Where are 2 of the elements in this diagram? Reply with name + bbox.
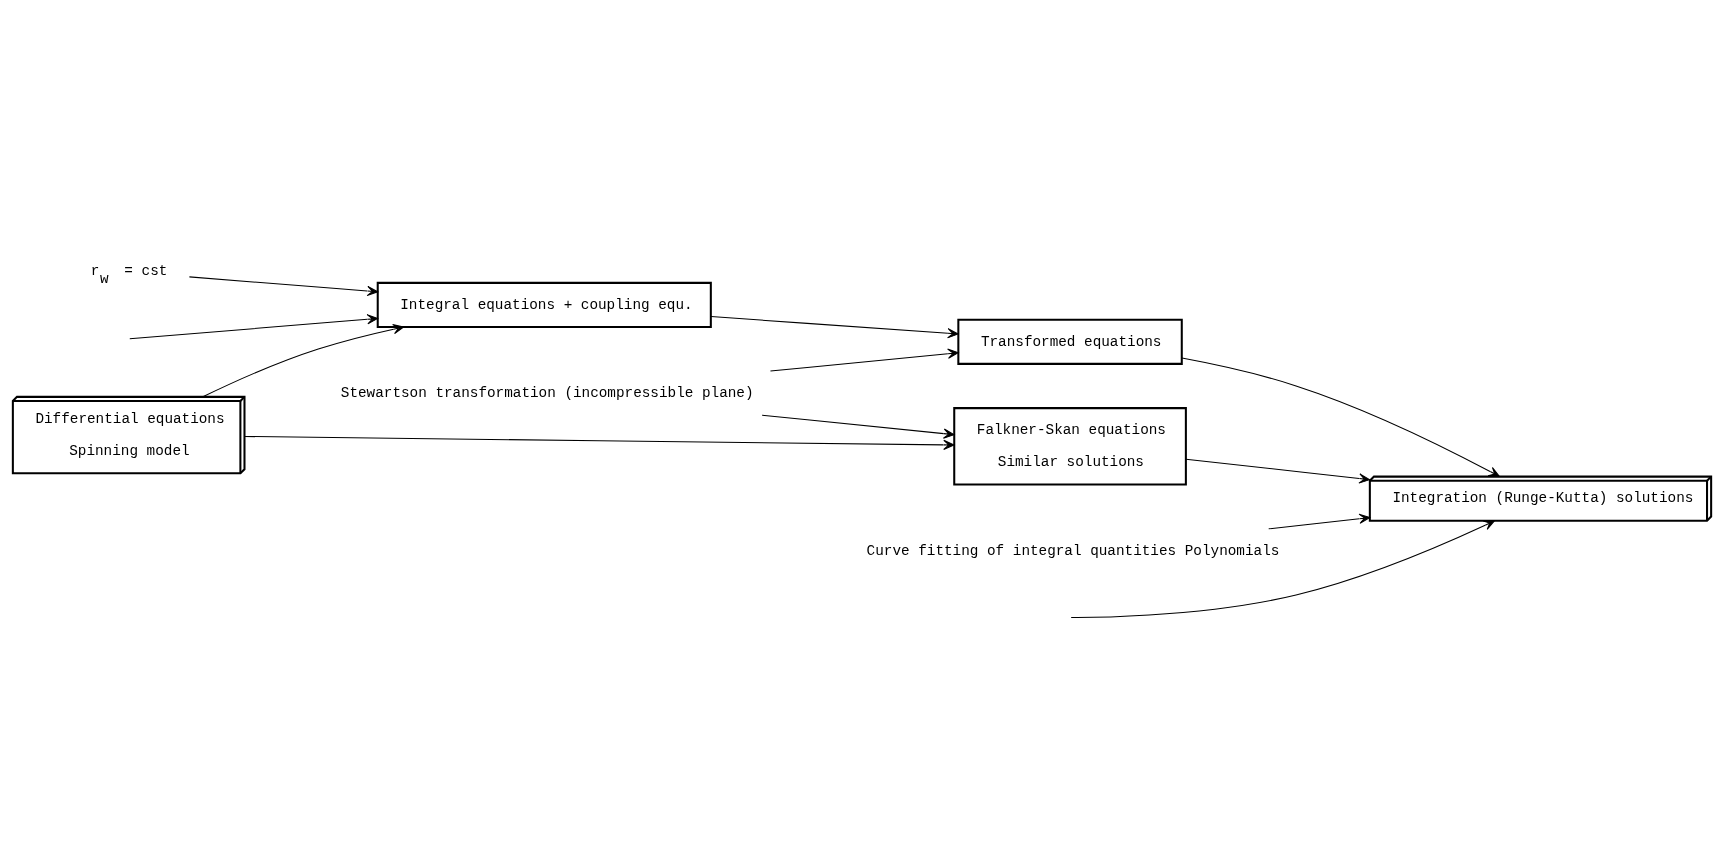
node-text: Curve fitting of integral quantities Polynomials [866, 542, 1280, 559]
node-text: Stewartson transformation (incompressible plane) [340, 384, 754, 401]
